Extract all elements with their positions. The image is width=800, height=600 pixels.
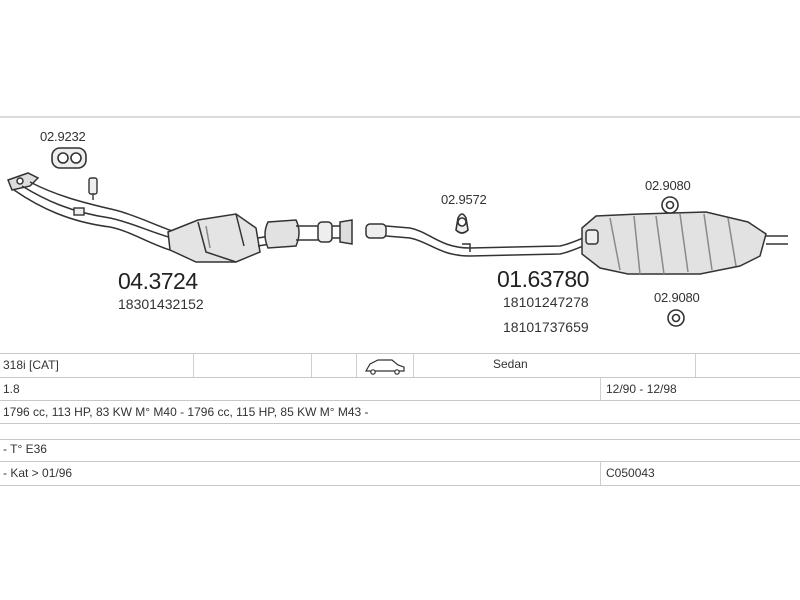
table-years-cell: 12/90 - 12/98 [606, 382, 677, 396]
table-code-cell: C050043 [606, 466, 655, 480]
downpipes [13, 181, 176, 251]
connector-part [455, 213, 469, 234]
connector-label: 02.9572 [441, 192, 487, 207]
catalytic-converter [167, 213, 261, 263]
gasket-front-label: 02.9232 [40, 129, 86, 144]
oxygen-sensor [73, 177, 98, 216]
front-assembly-code: 04.3724 [118, 268, 198, 294]
hanger-bottom-label: 02.9080 [654, 290, 700, 305]
rear-assembly-oem-2: 18101737659 [503, 319, 589, 335]
rear-muffler [581, 211, 788, 275]
table-specs-cell: 1796 cc, 113 HP, 83 KW M° M40 - 1796 cc,… [3, 405, 369, 419]
front-assembly-oem: 18301432152 [118, 296, 204, 312]
hanger-top-part [661, 196, 679, 214]
center-muffler [257, 219, 353, 249]
table-type-cell: - T° E36 [3, 442, 47, 456]
rear-assembly-oem-1: 18101247278 [503, 294, 589, 310]
car-sedan-icon [364, 359, 405, 375]
rear-assembly-code: 01.63780 [497, 266, 589, 292]
table-body-cell: Sedan [493, 357, 528, 371]
gasket-front-part [51, 147, 87, 169]
intermediate-pipe [365, 223, 589, 257]
hanger-bottom-part [667, 309, 685, 327]
hanger-top-label: 02.9080 [645, 178, 691, 193]
table-model-cell: 318i [CAT] [3, 358, 59, 372]
table-engine-cell: 1.8 [3, 382, 20, 396]
downpipe-flange [7, 172, 40, 191]
table-note-cell: - Kat > 01/96 [3, 466, 73, 480]
